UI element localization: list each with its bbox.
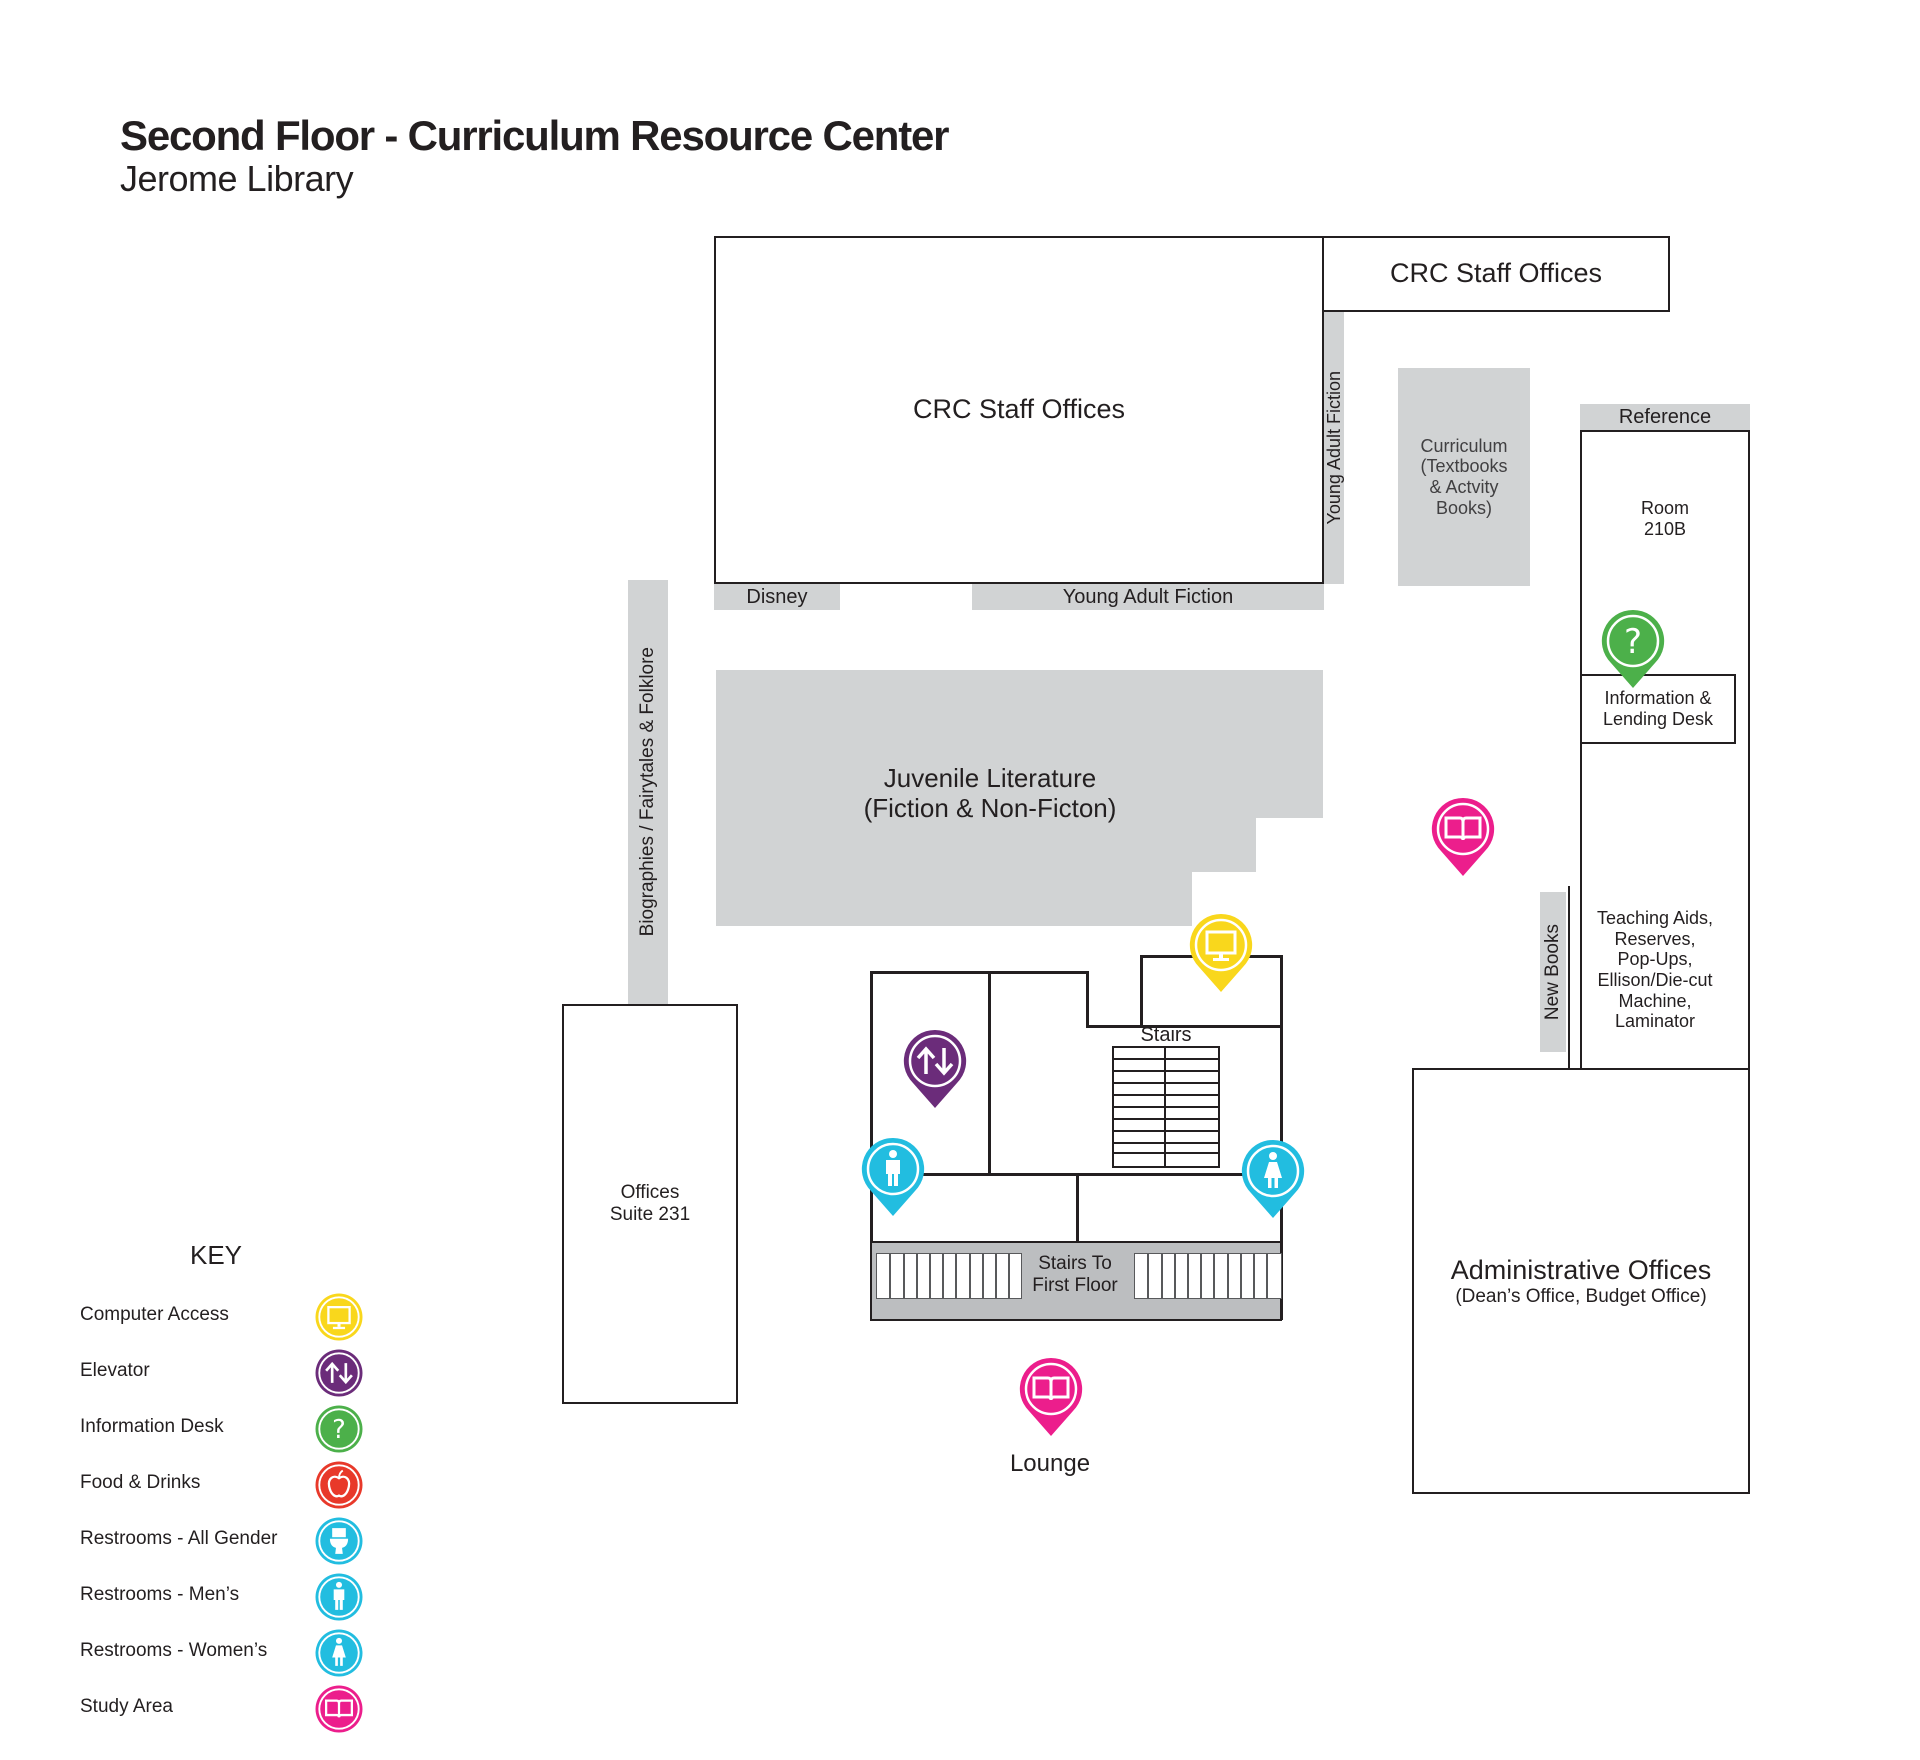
shelf-label: Biographies / Fairytales & Folklore [637,647,658,937]
information-desk-marker[interactable] [1600,608,1666,690]
legend-item: Food & Drinks [80,1460,380,1510]
room-label: CRC Staff Offices [912,394,1126,425]
study-area-marker[interactable] [1430,796,1496,878]
legend-item: Elevator [80,1348,380,1398]
legend-title: KEY [190,1240,243,1270]
legend-label: Food & Drinks [80,1472,201,1493]
juvenile-lit-label: Juvenile Literature (Fiction & Non-Ficto… [863,763,1117,823]
legend-item: Restrooms - Women’s [80,1628,380,1678]
legend-label: Information Desk [80,1416,224,1437]
lounge-label: Lounge [1009,1450,1091,1477]
room-label: CRC Staff Offices [1389,258,1603,289]
shelf-label: Young Adult Fiction [1062,585,1234,608]
room-label: Offices Suite 231 [609,1182,691,1225]
woman-icon [315,1629,363,1677]
room-label: Administrative Offices [1450,1254,1712,1285]
room-crc-staff-offices-annex[interactable]: CRC Staff Offices [1322,236,1670,312]
shelf-young-adult-fiction[interactable]: Young Adult Fiction [972,584,1324,610]
legend-label: Elevator [80,1360,150,1381]
room-administrative-offices[interactable]: Administrative Offices (Dean’s Office, B… [1412,1068,1750,1494]
stair-treads-right [1134,1253,1282,1299]
womens-restroom-marker[interactable] [1240,1138,1306,1220]
page-subtitle: Jerome Library [120,158,354,199]
shelf-new-books[interactable]: New Books [1540,892,1566,1052]
legend-item: Study Area [80,1684,380,1734]
legend-label: Restrooms - All Gender [80,1528,278,1549]
legend-label: Study Area [80,1696,173,1717]
stairs-interior[interactable] [1112,1046,1220,1168]
room-210b[interactable] [1580,430,1750,1070]
shelf-disney[interactable]: Disney [714,584,840,610]
elevator-marker[interactable] [902,1028,968,1110]
question-icon [1624,622,1642,662]
room-teaching-aids[interactable] [1568,886,1750,1070]
man-icon [315,1573,363,1621]
apple-icon [315,1461,363,1509]
lounge-study-area-marker[interactable] [1018,1356,1084,1438]
legend-label: Restrooms - Women’s [80,1640,268,1661]
legend-item: Computer Access [80,1292,380,1342]
room-label: Information & Lending Desk [1602,688,1714,729]
shelf-curriculum[interactable]: Curriculum (Textbooks & Actvity Books) [1398,368,1530,586]
shelf-label: Young Adult Fiction [1323,371,1344,525]
legend-label: Computer Access [80,1304,229,1325]
room-crc-staff-offices[interactable]: CRC Staff Offices [714,236,1324,584]
shelf-juvenile-literature[interactable] [716,670,1324,926]
legend-item: Information Desk ? [80,1404,380,1454]
legend-label: Restrooms - Men’s [80,1584,240,1605]
question-icon: ? [315,1405,363,1453]
room-sublabel: (Dean’s Office, Budget Office) [1455,1285,1707,1307]
info-lending-desk[interactable]: Information & Lending Desk [1580,674,1736,744]
stair-treads-left [876,1253,1022,1299]
mens-restroom-marker[interactable] [860,1136,926,1218]
stairs-first-floor-label: Stairs To First Floor [1032,1253,1118,1296]
computer-icon [315,1293,363,1341]
stairs-label: Stairs [1140,1024,1192,1046]
shelf-biographies[interactable]: Biographies / Fairytales & Folklore [628,580,668,1004]
stairs-to-first-floor[interactable]: Stairs To First Floor [870,1243,1282,1321]
legend-item: Restrooms - Men’s [80,1572,380,1622]
page-title: Second Floor - Curriculum Resource Cente… [120,112,949,159]
shelf-label: Disney [746,585,808,608]
computer-access-marker[interactable] [1188,912,1254,994]
elevator-icon [315,1349,363,1397]
shelf-label: Reference [1618,405,1712,428]
svg-text:?: ? [332,1415,346,1445]
juvenile-shelf-shape [716,670,1323,926]
room-offices-suite-231[interactable]: Offices Suite 231 [562,1004,738,1404]
legend-item: Restrooms - All Gender [80,1516,380,1566]
teaching-aids-label: Teaching Aids, Reserves, Pop-Ups, Elliso… [1596,908,1714,1032]
shelf-reference[interactable]: Reference [1580,404,1750,430]
toilet-icon [315,1517,363,1565]
book-icon [315,1685,363,1733]
shelf-young-adult-fiction-vertical[interactable]: Young Adult Fiction [1324,312,1344,584]
shelf-label: Curriculum (Textbooks & Actvity Books) [1420,435,1508,518]
room-210b-label: Room 210B [1640,498,1689,539]
shelf-label: New Books [1542,923,1563,1021]
